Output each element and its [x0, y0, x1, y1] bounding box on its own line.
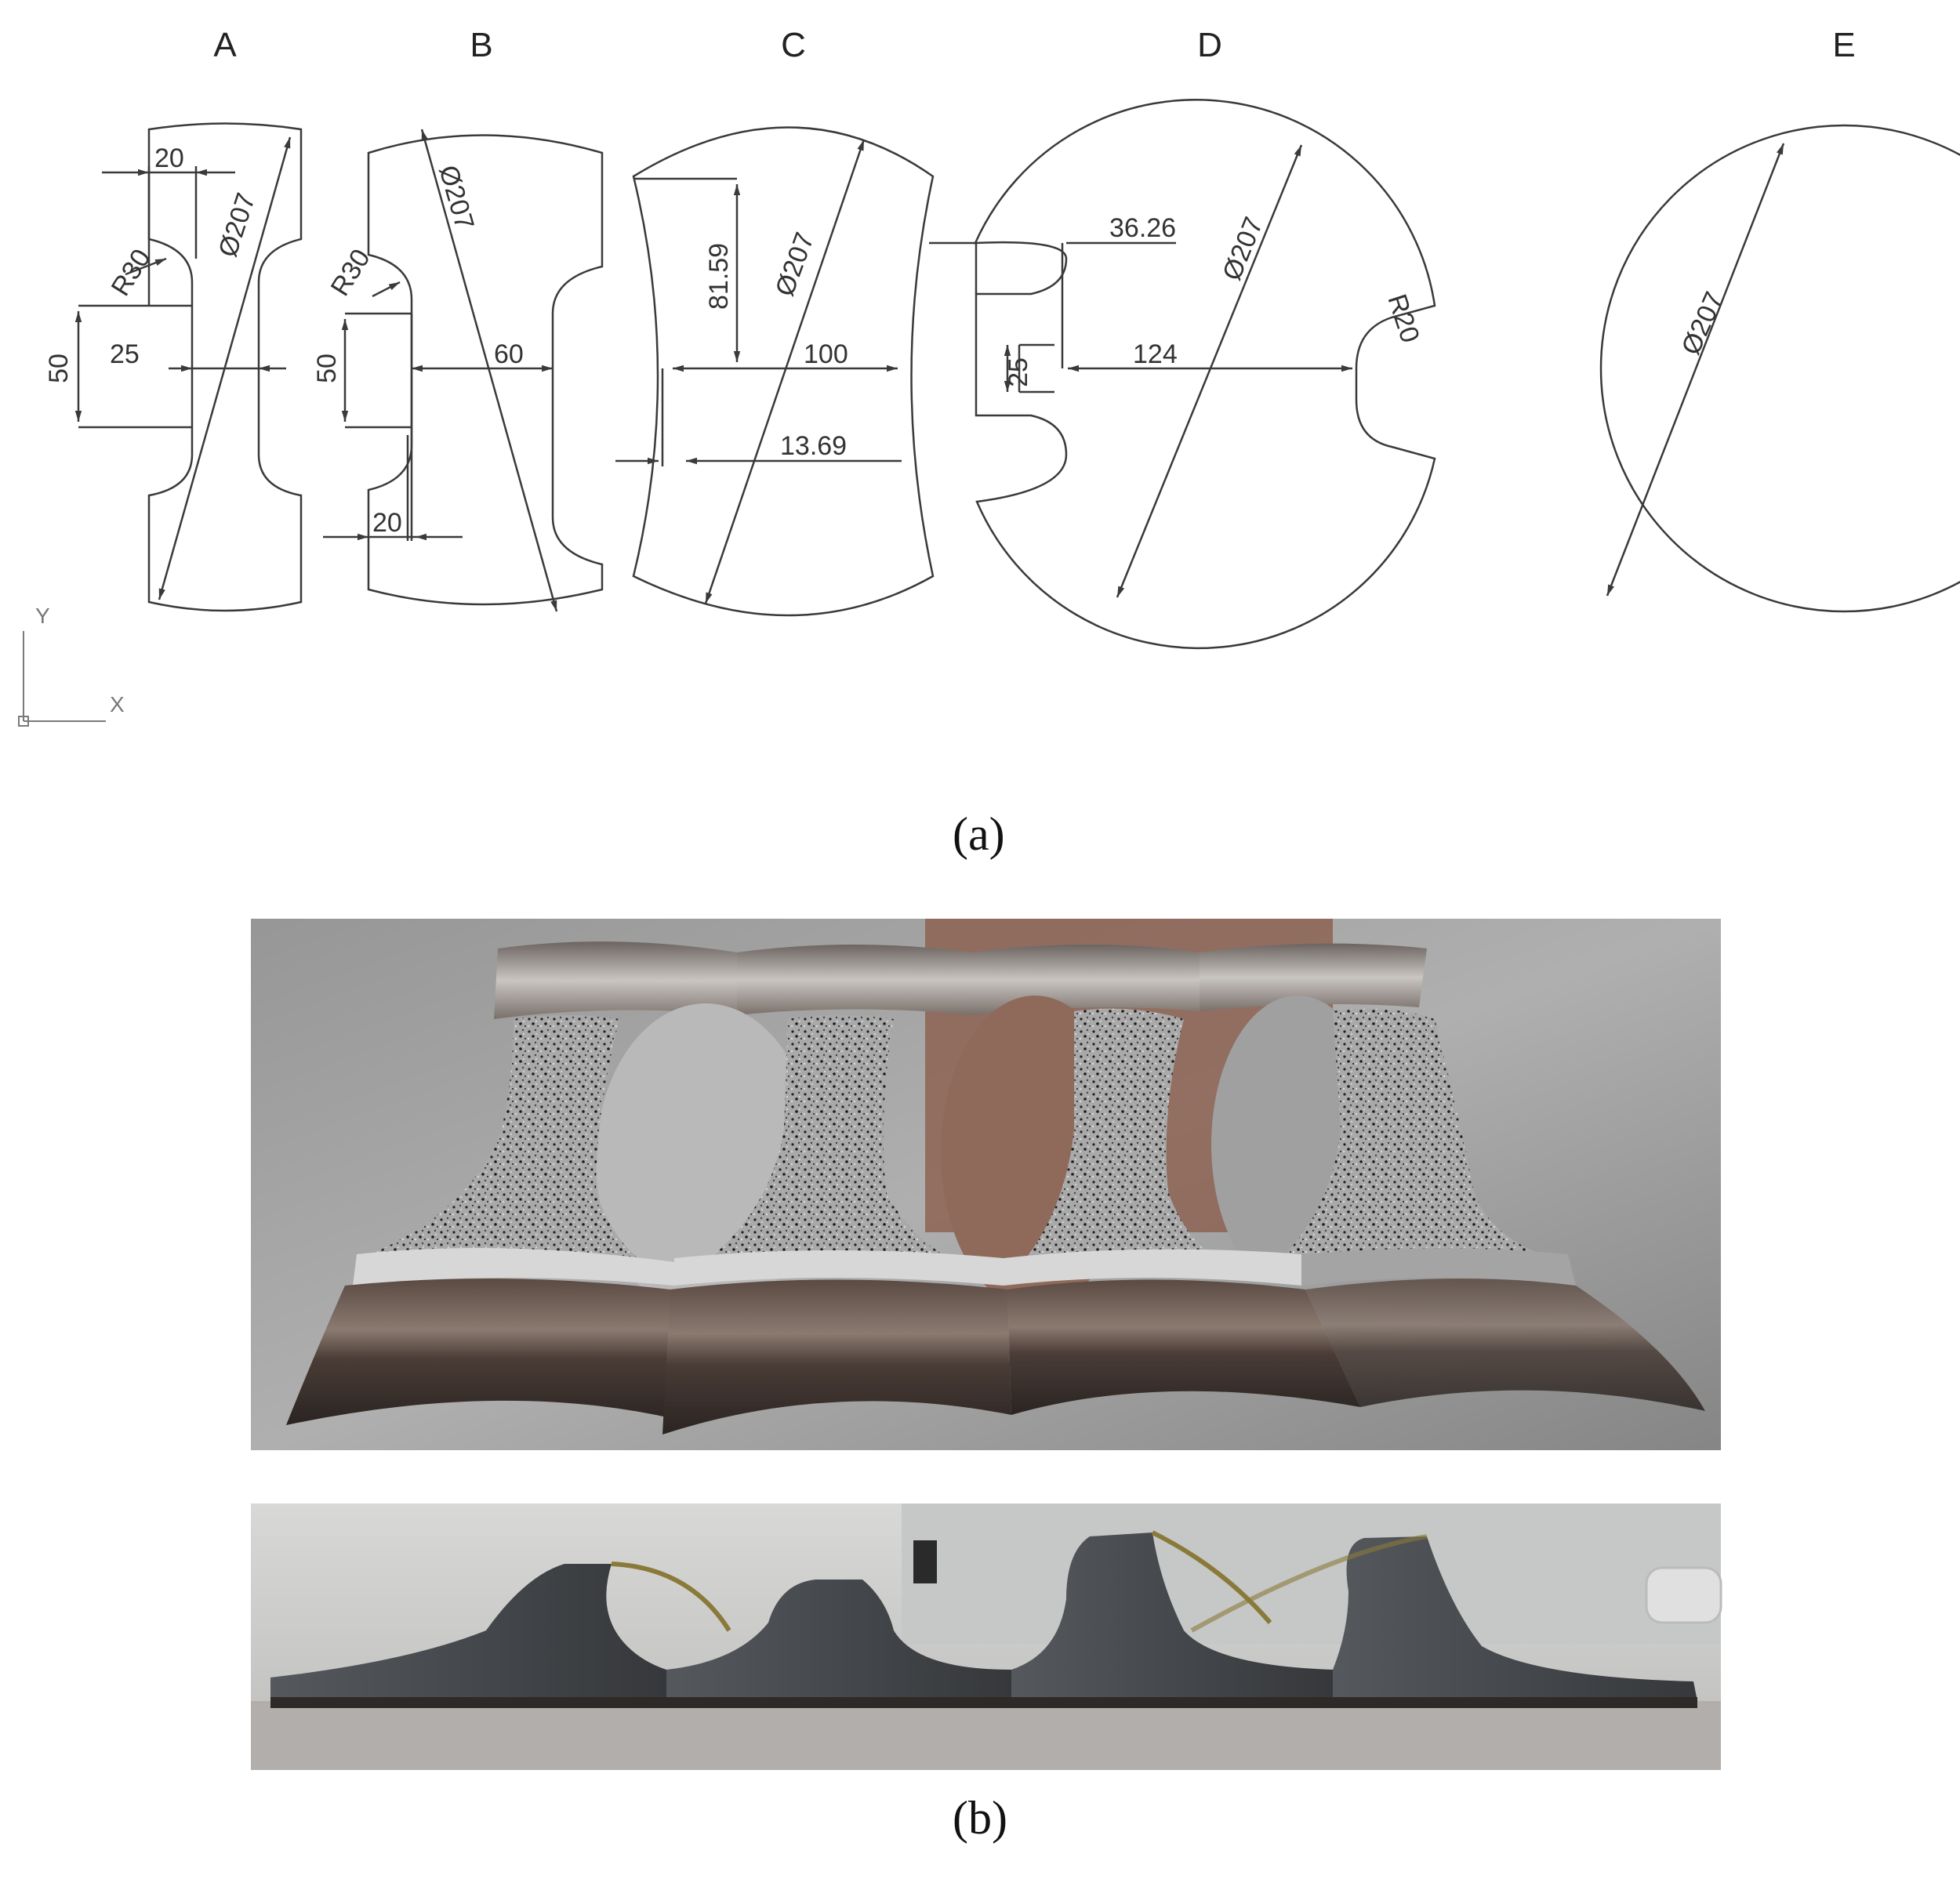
dim-a-height: 50 [44, 354, 74, 383]
dim-a-diameter: Ø207 [212, 190, 261, 261]
specimen-b-outline [367, 134, 604, 606]
dim-c-offset: 13.69 [780, 431, 847, 461]
dim-d-radius: R20 [1381, 291, 1425, 346]
specimen-letter-d: D [1197, 26, 1222, 64]
dim-a-width: 20 [154, 143, 184, 173]
caption-b: (b) [953, 1792, 1007, 1844]
axis-label-x: X [110, 692, 125, 716]
dim-b-tab: 20 [372, 508, 402, 538]
ucs-axis-icon [18, 631, 106, 727]
specimens-photo-top-view [251, 919, 1721, 1450]
dim-d-height: 25 [1004, 357, 1033, 387]
specimen-c-outline [632, 126, 935, 617]
specimen-letter-b: B [470, 26, 492, 64]
specimen-e-outline [1599, 124, 1960, 613]
axis-label-y: Y [35, 604, 50, 628]
dim-c-width: 100 [804, 339, 848, 369]
specimen-letter-c: C [781, 26, 806, 64]
specimen-letter-a: A [213, 26, 237, 64]
dim-b-width: 60 [494, 339, 524, 369]
dim-d-width: 124 [1133, 339, 1178, 369]
dim-a-neck: 25 [110, 339, 140, 369]
dim-c-height: 81.59 [704, 243, 734, 310]
dim-e-diameter: Ø207 [1676, 288, 1730, 359]
dim-b-height: 50 [312, 354, 342, 383]
specimen-letter-e: E [1832, 26, 1855, 64]
caption-a: (a) [953, 808, 1005, 860]
specimen-e-diameter-line [1606, 143, 1785, 597]
dim-d-notch: 36.26 [1109, 213, 1176, 243]
specimen-c-diameter-line [704, 139, 866, 604]
specimens-photo-side-view [251, 1503, 1722, 1770]
specimen-d-outline [974, 99, 1436, 650]
dim-d-diameter: Ø207 [1217, 213, 1269, 285]
